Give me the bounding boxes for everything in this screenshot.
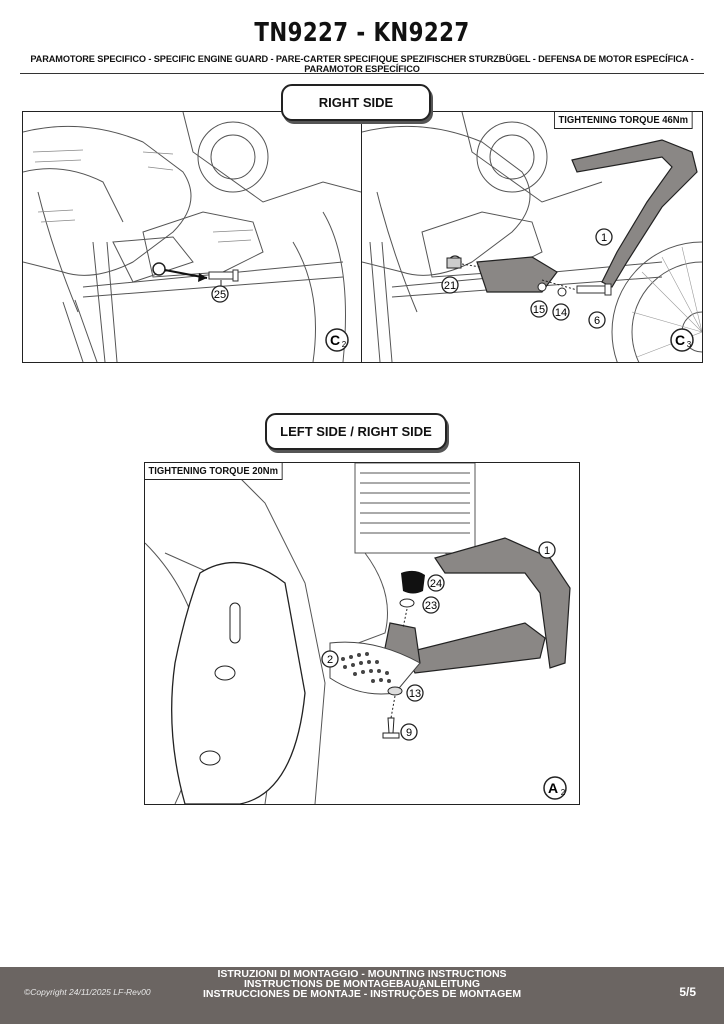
part-number-24: 24 (430, 578, 442, 590)
divider-line (20, 73, 704, 74)
footer-text: ISTRUZIONI DI MONTAGGIO - MOUNTING INSTR… (0, 968, 724, 1000)
panel-a2-drawing: 1 24 23 2 13 9 A 2 (145, 463, 571, 804)
document-subtitle: PARAMOTORE SPECIFICO - SPECIFIC ENGINE G… (30, 54, 694, 74)
part-number-9: 9 (406, 727, 412, 739)
document-title: TN9227 - KN9227 (254, 18, 470, 48)
part-number-15: 15 (533, 304, 545, 316)
footer-line-3: INSTRUCCIONES DE MONTAJE - INSTRUÇÕES DE… (202, 988, 522, 1000)
part-number-14: 14 (555, 307, 567, 319)
torque-label-46nm: TIGHTENING TORQUE 46Nm (554, 112, 693, 129)
footer-line-2: INSTRUCTIONS DE MONTAGEBAUANLEITUNG (243, 978, 481, 990)
part-number-1: 1 (601, 232, 607, 244)
part-number-21: 21 (444, 280, 456, 292)
part-number-13: 13 (409, 688, 421, 700)
part-number-1: 1 (544, 545, 550, 557)
panel-a2: 1 24 23 2 13 9 A 2 TIGHTENING TORQUE 20N… (144, 462, 580, 805)
panel-c3-drawing: 1 21 15 14 6 C 3 (362, 112, 702, 362)
panel-tag-a2: A (548, 780, 558, 796)
footer-bar: ISTRUZIONI DI MONTAGGIO - MOUNTING INSTR… (0, 967, 724, 1024)
panel-tag-c3: C (675, 332, 685, 348)
panel-c3: 1 21 15 14 6 C 3 TIGHTENING TORQUE 46Nm (361, 111, 703, 363)
copyright-text: ©Copyright 24/11/2025 LF-Rev00 (24, 987, 151, 997)
part-number-25: 25 (214, 289, 226, 301)
panel-c2: 25 C 2 (22, 111, 362, 363)
panel-tag-c2: C (330, 332, 340, 348)
part-number-6: 6 (594, 315, 600, 327)
page-number: 5/5 (679, 985, 696, 999)
panel-c2-drawing: 25 C 2 (23, 112, 361, 362)
panel-tag-c2-sub: 2 (342, 340, 347, 349)
footer-line-1: ISTRUZIONI DI MONTAGGIO - MOUNTING INSTR… (217, 968, 507, 980)
section-label-left-right-side: LEFT SIDE / RIGHT SIDE (265, 413, 447, 450)
panel-tag-a2-sub: 2 (561, 788, 566, 797)
section-label-right-side: RIGHT SIDE (281, 84, 431, 121)
panel-tag-c3-sub: 3 (687, 340, 692, 349)
part-number-23: 23 (425, 600, 437, 612)
torque-label-20nm: TIGHTENING TORQUE 20Nm (145, 463, 283, 480)
part-number-2: 2 (327, 654, 333, 666)
